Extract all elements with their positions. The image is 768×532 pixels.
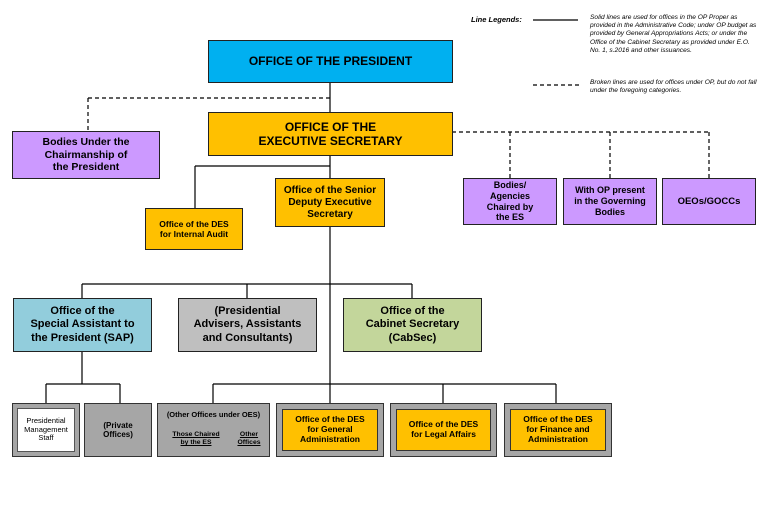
node-office-of-the-sap[interactable]: Office of the Special Assistant to the P… [13,298,152,352]
sub-other-offices[interactable]: Other Offices [230,428,268,450]
node-op-in-governing-bodies[interactable]: With OP present in the Governing Bodies [563,178,657,225]
frame-pms: Presidential Management Staff [12,403,80,457]
node-label-line: Administration [300,433,360,444]
node-label-line: (Presidential [214,305,281,318]
node-office-of-the-executive-secretary[interactable]: OFFICE OF THE EXECUTIVE SECRETARY [208,112,453,156]
node-label-line: Bodies [594,206,625,217]
legend-solid-text: Solid lines are used for offices in the … [590,14,757,54]
node-label: OEOs/GOCCs [677,195,741,207]
node-office-of-the-president[interactable]: OFFICE OF THE PRESIDENT [208,40,453,83]
node-label-line: Other [239,431,259,439]
node-label-line: Management [24,424,68,434]
node-label-line: Advisers, Assistants [193,318,302,331]
node-label-line: Special Assistant to [30,318,135,331]
node-private-offices[interactable]: (Private Offices) [85,404,151,456]
sub-those-chaired-by-es[interactable]: Those Chaired by the ES [166,428,226,450]
node-label-line: EXECUTIVE SECRETARY [258,134,403,148]
node-label-line: Bodies Under the [42,136,130,149]
other-oes-title: (Other Offices under OES) [166,409,261,419]
node-label-line: Cabinet Secretary [365,318,460,331]
frame-des-legal-affairs: Office of the DES for Legal Affairs [390,403,497,457]
node-office-of-the-senior-des[interactable]: Office of the Senior Deputy Executive Se… [275,178,385,227]
node-bodies-under-chairmanship[interactable]: Bodies Under the Chairmanship of the Pre… [12,131,160,179]
node-label-line: for Legal Affairs [411,429,476,439]
node-label-line: Office of the DES [159,218,229,229]
node-label-line: Agencies [489,190,531,201]
node-office-of-the-cabinet-secretary[interactable]: Office of the Cabinet Secretary (CabSec) [343,298,482,352]
node-bodies-chaired-by-es[interactable]: Bodies/ Agencies Chaired by the ES [463,178,557,225]
node-other-offices-under-oes[interactable]: (Other Offices under OES) Those Chaired … [157,403,270,457]
node-label-line: Administration [528,433,588,444]
node-des-legal-affairs[interactable]: Office of the DES for Legal Affairs [396,409,491,451]
node-label-line: Secretary [307,208,353,220]
node-label-line: in the Governing [574,196,646,207]
frame-private-offices: (Private Offices) [84,403,152,457]
node-label: OFFICE OF THE PRESIDENT [248,54,413,69]
frame-des-finance-admin: Office of the DES for Finance and Admini… [504,403,612,457]
legend-title: Line Legends: [471,15,522,24]
node-label-line: Office of the DES [295,414,365,425]
node-label-line: Chaired by [486,201,534,212]
node-label-line: Presidential [26,416,66,426]
node-label-line: Office of the Senior [283,184,377,196]
node-label-line: Bodies/ [493,179,527,190]
node-presidential-management-staff[interactable]: Presidential Management Staff [17,408,75,452]
node-oeos-goccs[interactable]: OEOs/GOCCs [662,178,756,225]
node-label-line: Office of the [380,305,445,318]
node-label-line: and Consultants) [202,331,293,344]
legend-broken-text: Broken lines are used for offices under … [590,79,757,95]
node-label-line: Those Chaired [172,431,220,439]
node-label-line: Deputy Executive [288,196,372,208]
node-label-line: Office of the DES [523,414,593,425]
node-label-line: Chairmanship of [44,148,128,161]
node-label-line: for Internal Audit [159,229,229,239]
node-des-internal-audit[interactable]: Office of the DES for Internal Audit [145,208,243,250]
node-label-line: the President [52,161,120,174]
node-des-general-administration[interactable]: Office of the DES for General Administra… [282,409,378,451]
node-label-line: (CabSec) [388,331,437,344]
node-label-line: Offices) [103,430,133,439]
node-label-line: OFFICE OF THE [284,119,377,134]
node-label-line: the ES [495,212,524,223]
node-label-line: for General [307,424,353,435]
node-des-finance-administration[interactable]: Office of the DES for Finance and Admini… [510,409,606,451]
frame-des-general-admin: Office of the DES for General Administra… [276,403,384,457]
node-label-line: Offices [237,439,261,446]
node-label-line: Office of the [50,305,115,318]
node-label-line: Office of the DES [408,419,479,430]
node-presidential-advisers[interactable]: (Presidential Advisers, Assistants and C… [178,298,317,352]
node-label-line: for Finance and [526,424,590,435]
node-label-line: Staff [38,433,54,443]
node-label-line: by the ES [180,439,212,446]
node-label-line: (Private [103,420,133,430]
node-label-line: With OP present [575,185,645,196]
node-label-line: the President (SAP) [31,331,134,344]
